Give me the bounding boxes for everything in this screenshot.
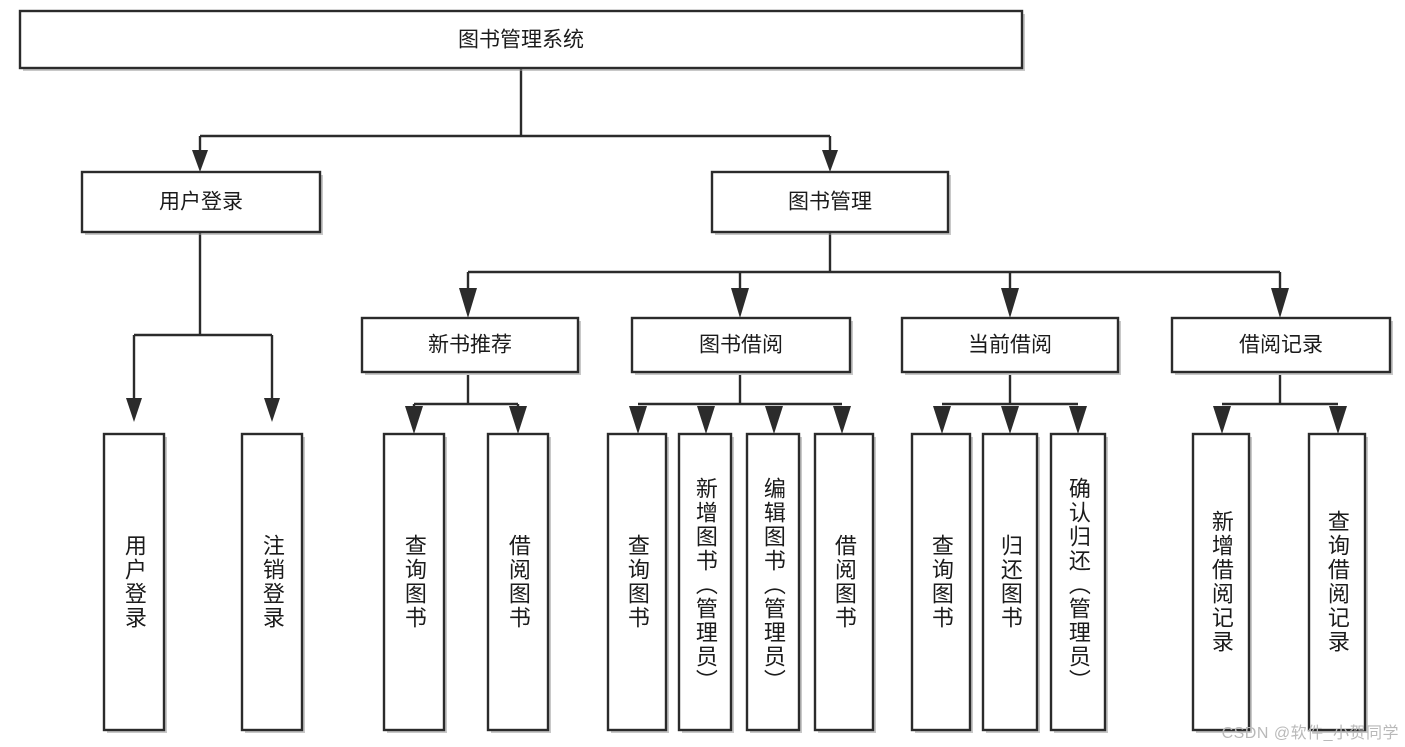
- node-book-borrow-box[interactable]: [630, 316, 852, 374]
- node-current-borrow[interactable]: 当前借阅: [900, 316, 1121, 375]
- connector-group-current: [933, 375, 1087, 434]
- leaf-node-book-borrow-3-box[interactable]: [745, 432, 801, 732]
- connector-group-bookmgmt: [459, 233, 1289, 318]
- connector-group-records: [1213, 375, 1347, 434]
- leaf-node-book-borrow-2-box[interactable]: [677, 432, 733, 732]
- arrow-head-bookmgmt-to-current: [1001, 288, 1019, 318]
- leaf-node-current-borrow-2[interactable]: [981, 432, 1040, 733]
- arrow-head-records-to-leaf1: [1213, 406, 1231, 434]
- arrow-head-current-to-leaf2: [1001, 406, 1019, 434]
- arrow-head-bookmgmt-to-records: [1271, 288, 1289, 318]
- node-user-login-box[interactable]: [80, 170, 322, 234]
- node-current-borrow-box[interactable]: [900, 316, 1120, 374]
- arrow-head-root-to-bookmgmt: [822, 150, 838, 172]
- arrow-head-borrow-to-leaf4: [833, 406, 851, 434]
- node-user-login-label: 用户登录: [159, 191, 243, 214]
- node-book-management-box[interactable]: [710, 170, 950, 234]
- node-root[interactable]: 图书管理系统: [18, 9, 1025, 71]
- leaf-node-current-borrow-1-box[interactable]: [910, 432, 972, 732]
- leaf-node-user-login-2-box[interactable]: [240, 432, 304, 732]
- node-root-box[interactable]: [18, 9, 1024, 70]
- node-borrow-records[interactable]: 借阅记录: [1170, 316, 1393, 375]
- leaf-node-current-borrow-3[interactable]: [1049, 432, 1108, 733]
- connector-group-login: [126, 233, 280, 422]
- node-user-login[interactable]: 用户登录: [80, 170, 323, 235]
- arrow-head-bookmgmt-to-borrow: [731, 288, 749, 318]
- leaf-node-book-borrow-3[interactable]: [745, 432, 802, 733]
- node-borrow-records-label: 借阅记录: [1239, 334, 1323, 357]
- arrow-head-borrow-to-leaf3: [765, 406, 783, 434]
- node-current-borrow-label: 当前借阅: [968, 334, 1052, 357]
- leaf-node-user-login-2[interactable]: [240, 432, 305, 733]
- leaf-node-book-borrow-4[interactable]: [813, 432, 876, 733]
- leaf-node-user-login-1[interactable]: [102, 432, 167, 733]
- leaf-node-book-borrow-4-box[interactable]: [813, 432, 875, 732]
- node-borrow-records-box[interactable]: [1170, 316, 1392, 374]
- leaf-node-current-borrow-1[interactable]: [910, 432, 973, 733]
- node-book-management-label: 图书管理: [788, 191, 872, 214]
- arrow-head-newbooks-to-leaf2: [509, 406, 527, 434]
- leaf-node-book-borrow-1[interactable]: [606, 432, 669, 733]
- arrow-head-root-to-login: [192, 150, 208, 172]
- arrow-head-borrow-to-leaf1: [629, 406, 647, 434]
- connector-group-newbooks: [405, 375, 527, 434]
- node-new-book-recommend-label: 新书推荐: [428, 334, 512, 357]
- arrow-head-login-to-leaf2: [264, 398, 280, 422]
- node-new-book-recommend-box[interactable]: [360, 316, 580, 374]
- leaf-node-current-borrow-3-box[interactable]: [1049, 432, 1107, 732]
- leaf-node-current-borrow-2-box[interactable]: [981, 432, 1039, 732]
- leaf-node-book-borrow-1-box[interactable]: [606, 432, 668, 732]
- leaf-node-book-borrow-2[interactable]: [677, 432, 734, 733]
- node-new-book-recommend[interactable]: 新书推荐: [360, 316, 581, 375]
- leaf-node-new-book-1-box[interactable]: [382, 432, 446, 732]
- arrow-head-newbooks-to-leaf1: [405, 406, 423, 434]
- node-root-label: 图书管理系统: [458, 29, 584, 52]
- arrow-head-borrow-to-leaf2: [697, 406, 715, 434]
- leaf-node-borrow-records-2-box[interactable]: [1307, 432, 1367, 732]
- arrow-head-login-to-leaf1: [126, 398, 142, 422]
- leaf-node-new-book-2[interactable]: [486, 432, 551, 733]
- arrow-head-current-to-leaf1: [933, 406, 951, 434]
- connector-group-root: [192, 68, 838, 172]
- node-book-borrow-label: 图书借阅: [699, 334, 783, 357]
- arrow-head-bookmgmt-to-newbooks: [459, 288, 477, 318]
- leaf-node-user-login-1-box[interactable]: [102, 432, 166, 732]
- leaf-node-borrow-records-1-box[interactable]: [1191, 432, 1251, 732]
- node-book-borrow[interactable]: 图书借阅: [630, 316, 853, 375]
- node-book-management[interactable]: 图书管理: [710, 170, 951, 235]
- watermark-text: CSDN @软件_小贺同学: [1221, 725, 1399, 742]
- leaf-node-new-book-1[interactable]: [382, 432, 447, 733]
- leaf-node-borrow-records-2[interactable]: [1307, 432, 1368, 733]
- connector-group-borrow: [629, 375, 851, 434]
- arrow-head-records-to-leaf2: [1329, 406, 1347, 434]
- arrow-head-current-to-leaf3: [1069, 406, 1087, 434]
- leaf-node-new-book-2-box[interactable]: [486, 432, 550, 732]
- leaf-node-borrow-records-1[interactable]: [1191, 432, 1252, 733]
